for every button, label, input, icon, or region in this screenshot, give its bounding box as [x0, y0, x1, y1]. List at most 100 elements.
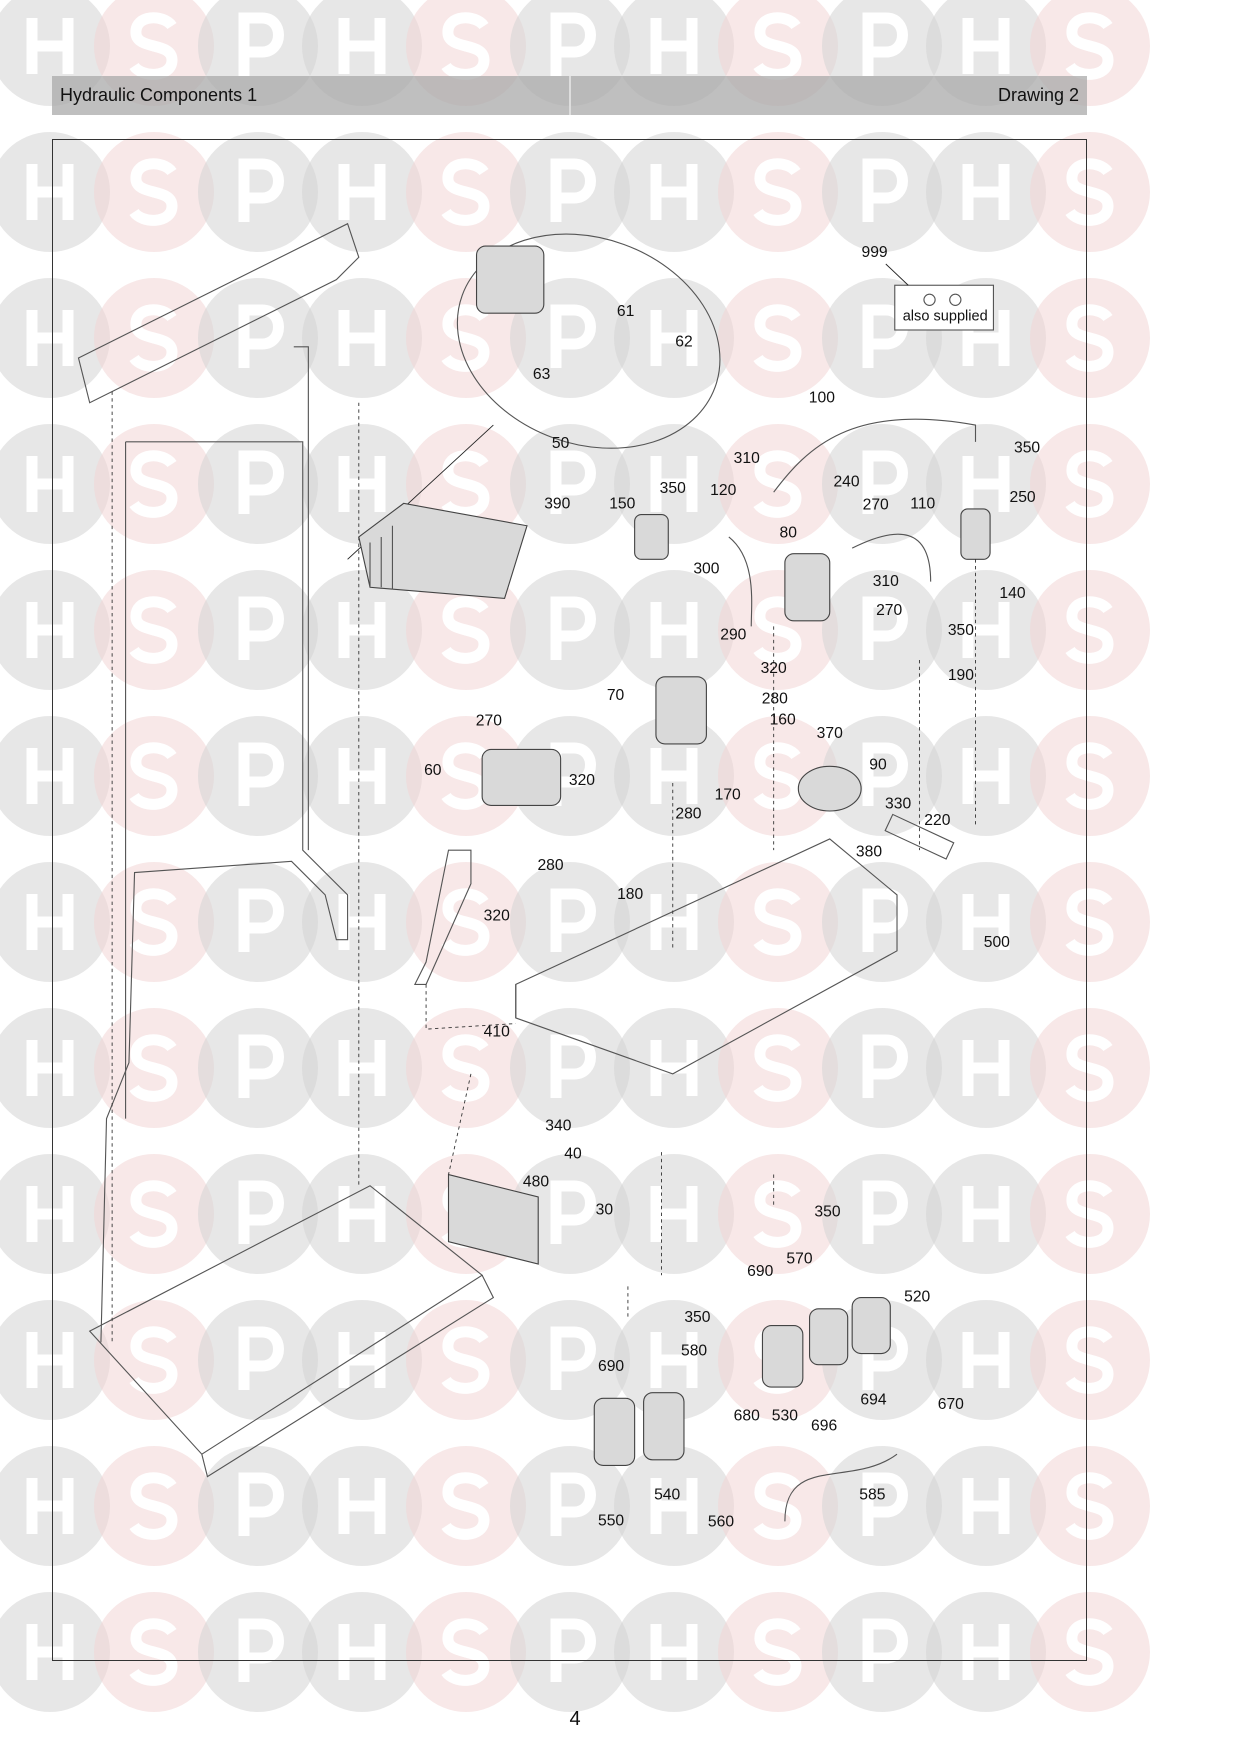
watermark-circle	[94, 570, 214, 690]
heat-exchanger	[358, 502, 528, 600]
watermark-circle	[0, 1592, 110, 1712]
watermark-circle	[1030, 1008, 1150, 1128]
valve-550	[593, 1397, 636, 1466]
watermark-circle	[718, 1008, 838, 1128]
callout-labels: 999 also supplied 61 62 63 100 50 390 31…	[424, 244, 1040, 1531]
watermark-circle	[718, 1592, 838, 1712]
callout: 50	[552, 435, 570, 452]
watermark-circle	[406, 1446, 526, 1566]
watermark-circle	[822, 424, 942, 544]
watermark-circle	[302, 570, 422, 690]
valve-530	[761, 1325, 804, 1388]
watermark-circle	[0, 132, 110, 252]
watermark-circle	[0, 278, 110, 398]
watermark-circle	[0, 1154, 110, 1274]
watermark-circle	[614, 132, 734, 252]
callout: 500	[984, 934, 1010, 951]
watermark-circle	[926, 716, 1046, 836]
watermark-circle	[510, 1154, 630, 1274]
callout: 350	[684, 1309, 710, 1326]
part-480	[447, 1173, 539, 1265]
watermark-circle	[614, 716, 734, 836]
callout: 320	[569, 772, 595, 789]
watermark-circle	[0, 1008, 110, 1128]
watermark-circle	[822, 132, 942, 252]
watermark-circle	[94, 1446, 214, 1566]
callout: 280	[537, 857, 563, 874]
watermark-circle	[926, 1592, 1046, 1712]
callout: 280	[675, 806, 701, 823]
valve-60	[481, 748, 562, 806]
watermark-circle	[0, 1300, 110, 1420]
watermark-circle	[1030, 1592, 1150, 1712]
callout: 320	[761, 660, 787, 677]
callout: 270	[863, 497, 889, 514]
watermark-circle	[822, 1008, 942, 1128]
callout: 250	[1010, 489, 1036, 506]
watermark-circle	[406, 132, 526, 252]
watermark-circle	[510, 424, 630, 544]
callout: 390	[544, 496, 570, 513]
callout: 350	[1014, 440, 1040, 457]
callout: 696	[811, 1417, 837, 1434]
callout: 520	[904, 1289, 930, 1306]
callout-999: 999	[862, 244, 888, 261]
watermark-circle	[406, 1008, 526, 1128]
watermark-circle	[614, 278, 734, 398]
watermark-circle	[94, 1300, 214, 1420]
watermark-circle	[1030, 1154, 1150, 1274]
callout: 380	[856, 844, 882, 861]
watermark-circle	[1030, 716, 1150, 836]
watermark-circle	[0, 424, 110, 544]
valve-70	[655, 676, 707, 745]
watermark-circle	[406, 716, 526, 836]
watermark-circle	[614, 570, 734, 690]
callout: 40	[564, 1146, 582, 1163]
header-divider	[569, 76, 571, 115]
watermark-circle	[510, 570, 630, 690]
watermark-circle	[614, 1592, 734, 1712]
page-number: 4	[569, 1708, 581, 1730]
pipe-110	[851, 533, 932, 582]
valve-140	[960, 508, 991, 560]
callout: 160	[770, 712, 796, 729]
watermark-circle	[510, 1592, 630, 1712]
watermark-circle	[302, 862, 422, 982]
callout: 690	[747, 1263, 773, 1280]
callout: 350	[814, 1204, 840, 1221]
watermark-circle	[718, 862, 838, 982]
callout: 61	[617, 303, 634, 320]
watermark-circle	[198, 1008, 318, 1128]
callout: 680	[734, 1407, 760, 1424]
watermark-circle	[926, 570, 1046, 690]
callout: 90	[869, 756, 887, 773]
callout: 480	[523, 1174, 549, 1191]
watermark-circle	[0, 862, 110, 982]
callout: 290	[720, 627, 746, 644]
callout: 580	[681, 1342, 707, 1359]
watermark-circle	[198, 570, 318, 690]
callout: 170	[715, 786, 741, 803]
pump-90	[797, 765, 862, 812]
watermark-circle	[614, 424, 734, 544]
callout: 140	[999, 585, 1025, 602]
callout: 350	[948, 622, 974, 639]
callout: 690	[598, 1358, 624, 1375]
callout: 300	[693, 561, 719, 578]
callout: 410	[484, 1024, 510, 1041]
callout: 270	[476, 713, 502, 730]
callout: 60	[424, 762, 442, 779]
watermark-circle	[198, 1446, 318, 1566]
callout: 220	[924, 812, 950, 829]
valve-540	[643, 1392, 685, 1461]
watermark-circle	[0, 570, 110, 690]
watermark-circle	[406, 862, 526, 982]
callout: 670	[938, 1396, 964, 1413]
callout: 150	[609, 496, 635, 513]
watermark-circle	[510, 1300, 630, 1420]
watermark-circle	[614, 1154, 734, 1274]
watermark-circle	[302, 132, 422, 252]
watermark-circle	[198, 424, 318, 544]
watermark-circle	[510, 862, 630, 982]
valve-block-inset	[475, 245, 545, 314]
